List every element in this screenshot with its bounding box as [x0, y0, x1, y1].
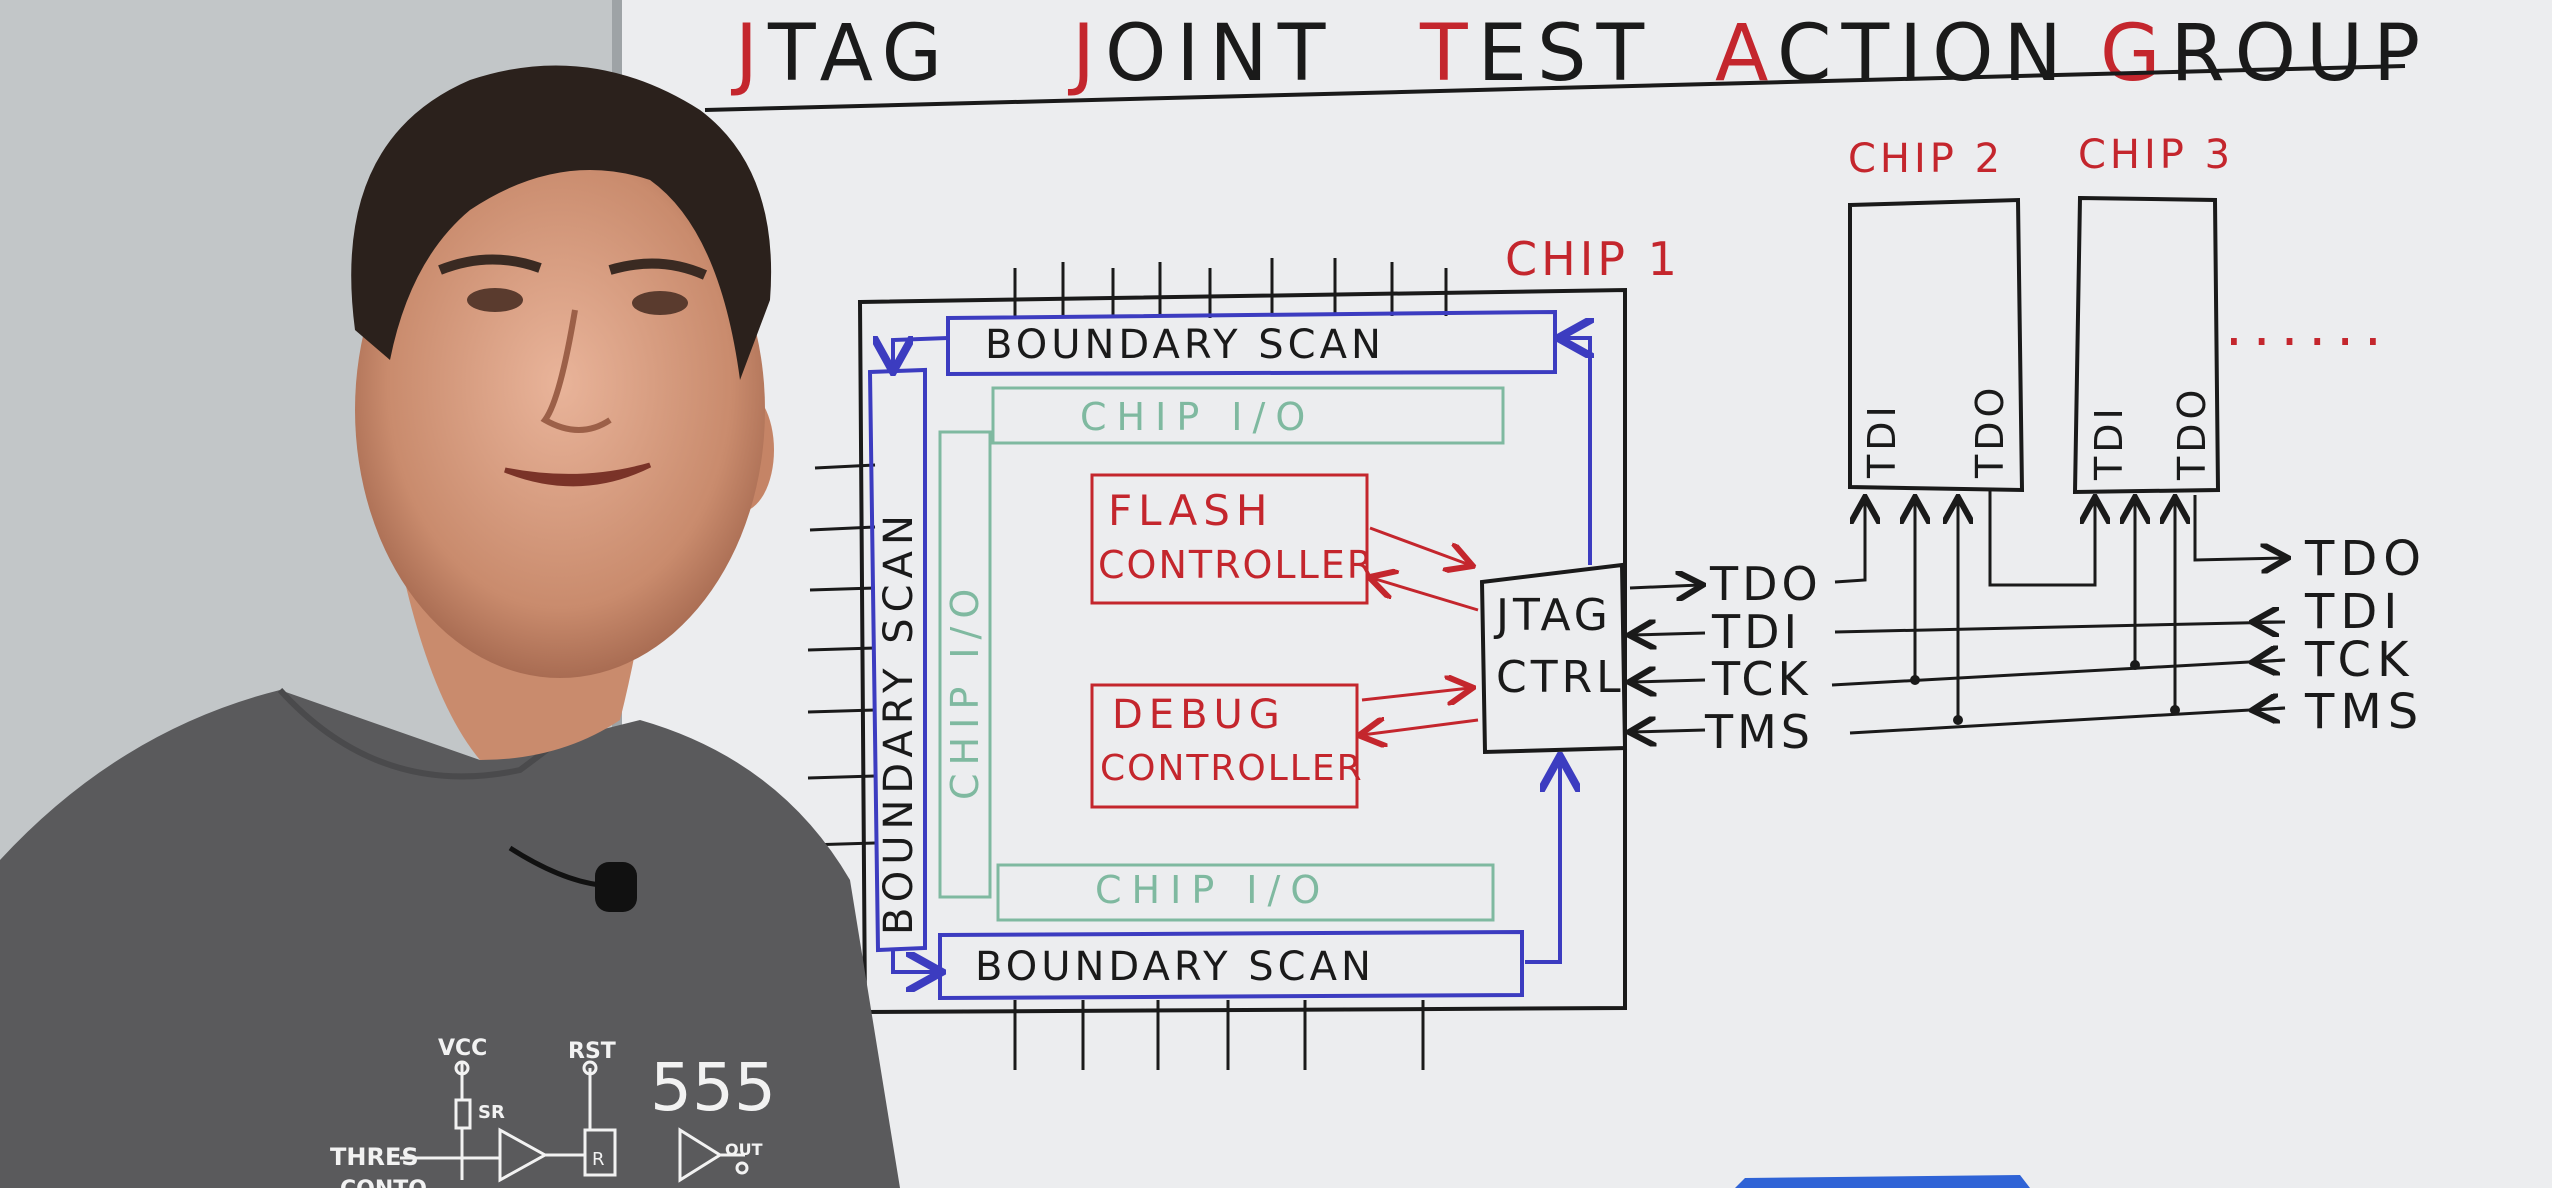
title-underline: [704, 64, 2406, 112]
boundary-scan-top-label: BOUNDARY SCAN: [985, 322, 1385, 368]
mouth: [504, 462, 652, 487]
svg-text:RST: RST: [568, 1039, 616, 1064]
jtag-ctrl-line1: JTAG: [1493, 590, 1612, 641]
chip-io-top-label: CHIP I/O: [1080, 395, 1315, 439]
chip2-pin-tdo: TDO: [1968, 384, 2012, 479]
signal-tms: TMS: [1704, 705, 1814, 759]
jtag-signal-labels: TDO TDI TCK TMS: [1704, 557, 1822, 759]
hair: [351, 65, 772, 381]
svg-text:CONTO: CONTO: [340, 1177, 427, 1188]
continuation-dots: ......: [2225, 294, 2392, 359]
chip3-pin-tdi: TDI: [2087, 404, 2131, 481]
svg-text:GROUP: GROUP: [2100, 9, 2430, 99]
flash-controller-line1: FLASH: [1108, 486, 1274, 535]
chip-io-left-label: CHIP I/O: [943, 581, 987, 800]
blue-marker: [1735, 1175, 2030, 1188]
chip3-box: [2072, 195, 2221, 495]
title: JTAG JOINT TEST ACTION GROUP: [730, 9, 2430, 99]
chip1-label: CHIP 1: [1505, 232, 1681, 286]
microphone: [595, 862, 637, 912]
svg-text:ACTION: ACTION: [1715, 9, 2072, 99]
bus-signal-labels: TDO TDI TCK TMS: [2304, 531, 2427, 740]
bus-tdo: TDO: [2304, 531, 2427, 587]
signal-tck: TCK: [1711, 652, 1812, 706]
scan-chain: [893, 338, 1590, 972]
chip-io-top: [991, 386, 1505, 445]
chip-io-bottom: [996, 863, 1495, 922]
face: [355, 142, 765, 678]
boundary-scan-bottom-label: BOUNDARY SCAN: [975, 944, 1375, 990]
chip2-pin-tdi: TDI: [1860, 402, 1904, 479]
svg-text:JOINT: JOINT: [1067, 9, 1335, 99]
jtag-ctrl-box: [1479, 562, 1628, 755]
jtag-signals: [1630, 585, 1705, 732]
debug-controller-line1: DEBUG: [1112, 692, 1286, 738]
flash-controller-line2: CONTROLLER: [1098, 543, 1375, 587]
chip3-label: CHIP 3: [2078, 132, 2234, 178]
bus-input-arrows: [2255, 622, 2286, 710]
chip2-label: CHIP 2: [1848, 136, 2004, 182]
bus-tdi: TDI: [2304, 584, 2403, 640]
bus-junctions: [1910, 660, 2180, 725]
svg-text:JTAG: JTAG: [730, 9, 952, 99]
boundary-scan-left-label: BOUNDARY SCAN: [876, 509, 922, 935]
svg-text:SR: SR: [478, 1102, 505, 1123]
left-pins: [807, 463, 876, 847]
top-pins: [1013, 258, 1448, 318]
boundary-scan-top: [946, 309, 1557, 377]
controller-arrows: [1362, 526, 1478, 735]
svg-text:R: R: [592, 1149, 605, 1170]
bus-tck: TCK: [2304, 632, 2415, 688]
bus-wiring: [1831, 490, 2285, 735]
shirt-print: 555 VCC RST SR THRES OUT R CONTO: [330, 1036, 776, 1188]
shirt-number: 555: [650, 1049, 776, 1126]
svg-text:VCC: VCC: [438, 1036, 487, 1061]
title-initial: J: [730, 9, 768, 99]
presenter: [0, 65, 900, 1188]
bus-tms: TMS: [2304, 684, 2424, 740]
signal-tdi: TDI: [1711, 605, 1801, 659]
debug-controller-line2: CONTROLLER: [1100, 748, 1364, 789]
bottom-pins: [1013, 1000, 1425, 1070]
signal-tdo: TDO: [1709, 557, 1822, 611]
shirt: [0, 690, 900, 1188]
chip3-pin-tdo: TDO: [2170, 386, 2214, 481]
jtag-ctrl-line2: CTRL: [1496, 652, 1625, 703]
chip-io-bottom-label: CHIP I/O: [1095, 868, 1330, 912]
svg-text:TEST: TEST: [1419, 9, 1654, 99]
flash-controller: [1090, 473, 1369, 605]
chip2-box: [1848, 197, 2025, 493]
chip-io-left: [938, 430, 992, 899]
